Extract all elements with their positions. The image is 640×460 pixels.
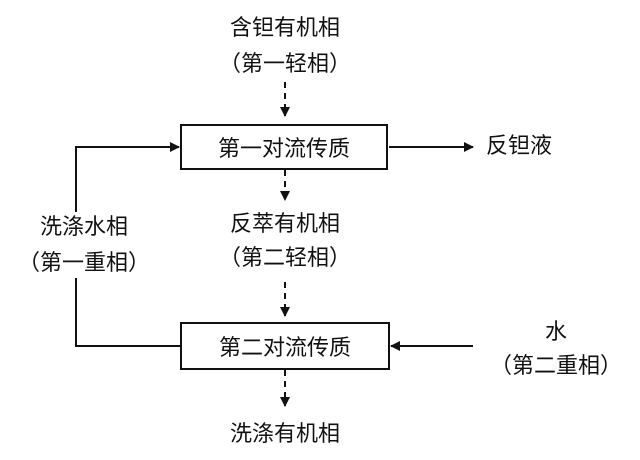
arrow-wash-loop [75, 278, 181, 347]
stage2-label: 第二对流传质 [218, 336, 351, 361]
output-organic-label: 洗涤有机相 [229, 422, 341, 447]
input-organic-label: 含钽有机相 （第一轻相） [219, 16, 351, 78]
arrow-wash-loop-upper [75, 142, 180, 212]
water-input-phase: （第二重相） [489, 354, 623, 379]
wash-aqueous-label: 洗涤水相 （第一重相） [18, 215, 150, 277]
stage1-box: 第一对流传质 [180, 124, 388, 170]
wash-aqueous-phase: （第一重相） [17, 251, 151, 276]
water-input-label: 水 （第二重相） [490, 320, 622, 380]
stage2-box: 第二对流传质 [180, 322, 390, 370]
input-organic-name: 含钽有机相 [229, 16, 341, 41]
water-input-name: 水 [544, 320, 568, 345]
back-extract-name: 反萃有机相 [229, 212, 341, 237]
back-extract-label: 反萃有机相 （第二轻相） [219, 212, 351, 272]
input-organic-phase: （第一轻相） [218, 52, 352, 77]
back-extract-phase: （第二轻相） [218, 246, 352, 271]
wash-aqueous-name: 洗涤水相 [39, 215, 129, 240]
stage1-label: 第一对流传质 [217, 137, 350, 162]
output-liquid-label: 反钽液 [486, 134, 553, 159]
